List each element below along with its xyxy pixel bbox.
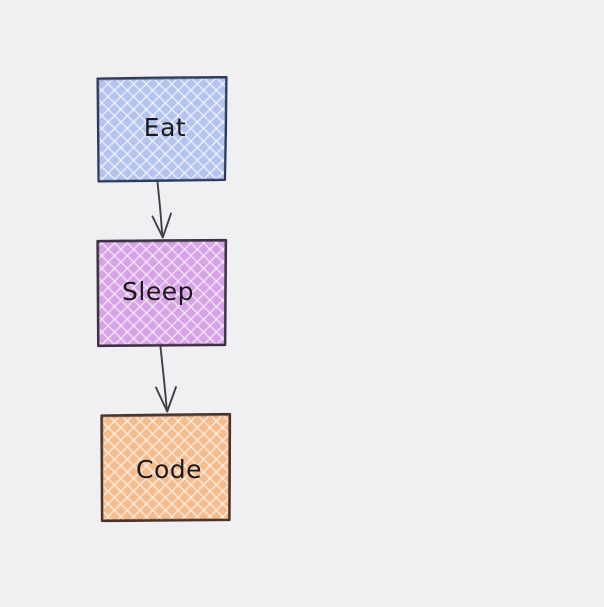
node-eat-label: Eat xyxy=(144,113,186,142)
node-code-shape[interactable] xyxy=(101,414,231,521)
edge-eat-to-sleep-arrowhead xyxy=(151,212,172,239)
node-code-outline-sketch xyxy=(102,414,230,521)
edge-eat-to-sleep-line xyxy=(156,181,164,238)
node-code-label: Code xyxy=(136,455,202,484)
node-sleep-shape[interactable] xyxy=(97,240,227,346)
node-code[interactable]: Code xyxy=(100,412,232,523)
node-eat-outline xyxy=(96,75,228,183)
node-eat[interactable]: Eat xyxy=(96,75,228,183)
node-eat-shape[interactable] xyxy=(97,77,227,182)
node-sleep-outline xyxy=(96,238,228,348)
node-sleep-label: Sleep xyxy=(122,277,194,306)
node-sleep-outline-sketch xyxy=(98,240,226,346)
edge-sleep-to-code-line xyxy=(159,346,168,412)
node-code-outline xyxy=(100,412,232,523)
edge-sleep-to-code[interactable] xyxy=(155,346,177,413)
node-eat-outline-sketch xyxy=(98,77,227,181)
edge-sleep-to-code-arrowhead xyxy=(155,386,177,413)
node-sleep[interactable]: Sleep xyxy=(96,238,228,348)
edge-eat-to-sleep[interactable] xyxy=(151,181,172,239)
